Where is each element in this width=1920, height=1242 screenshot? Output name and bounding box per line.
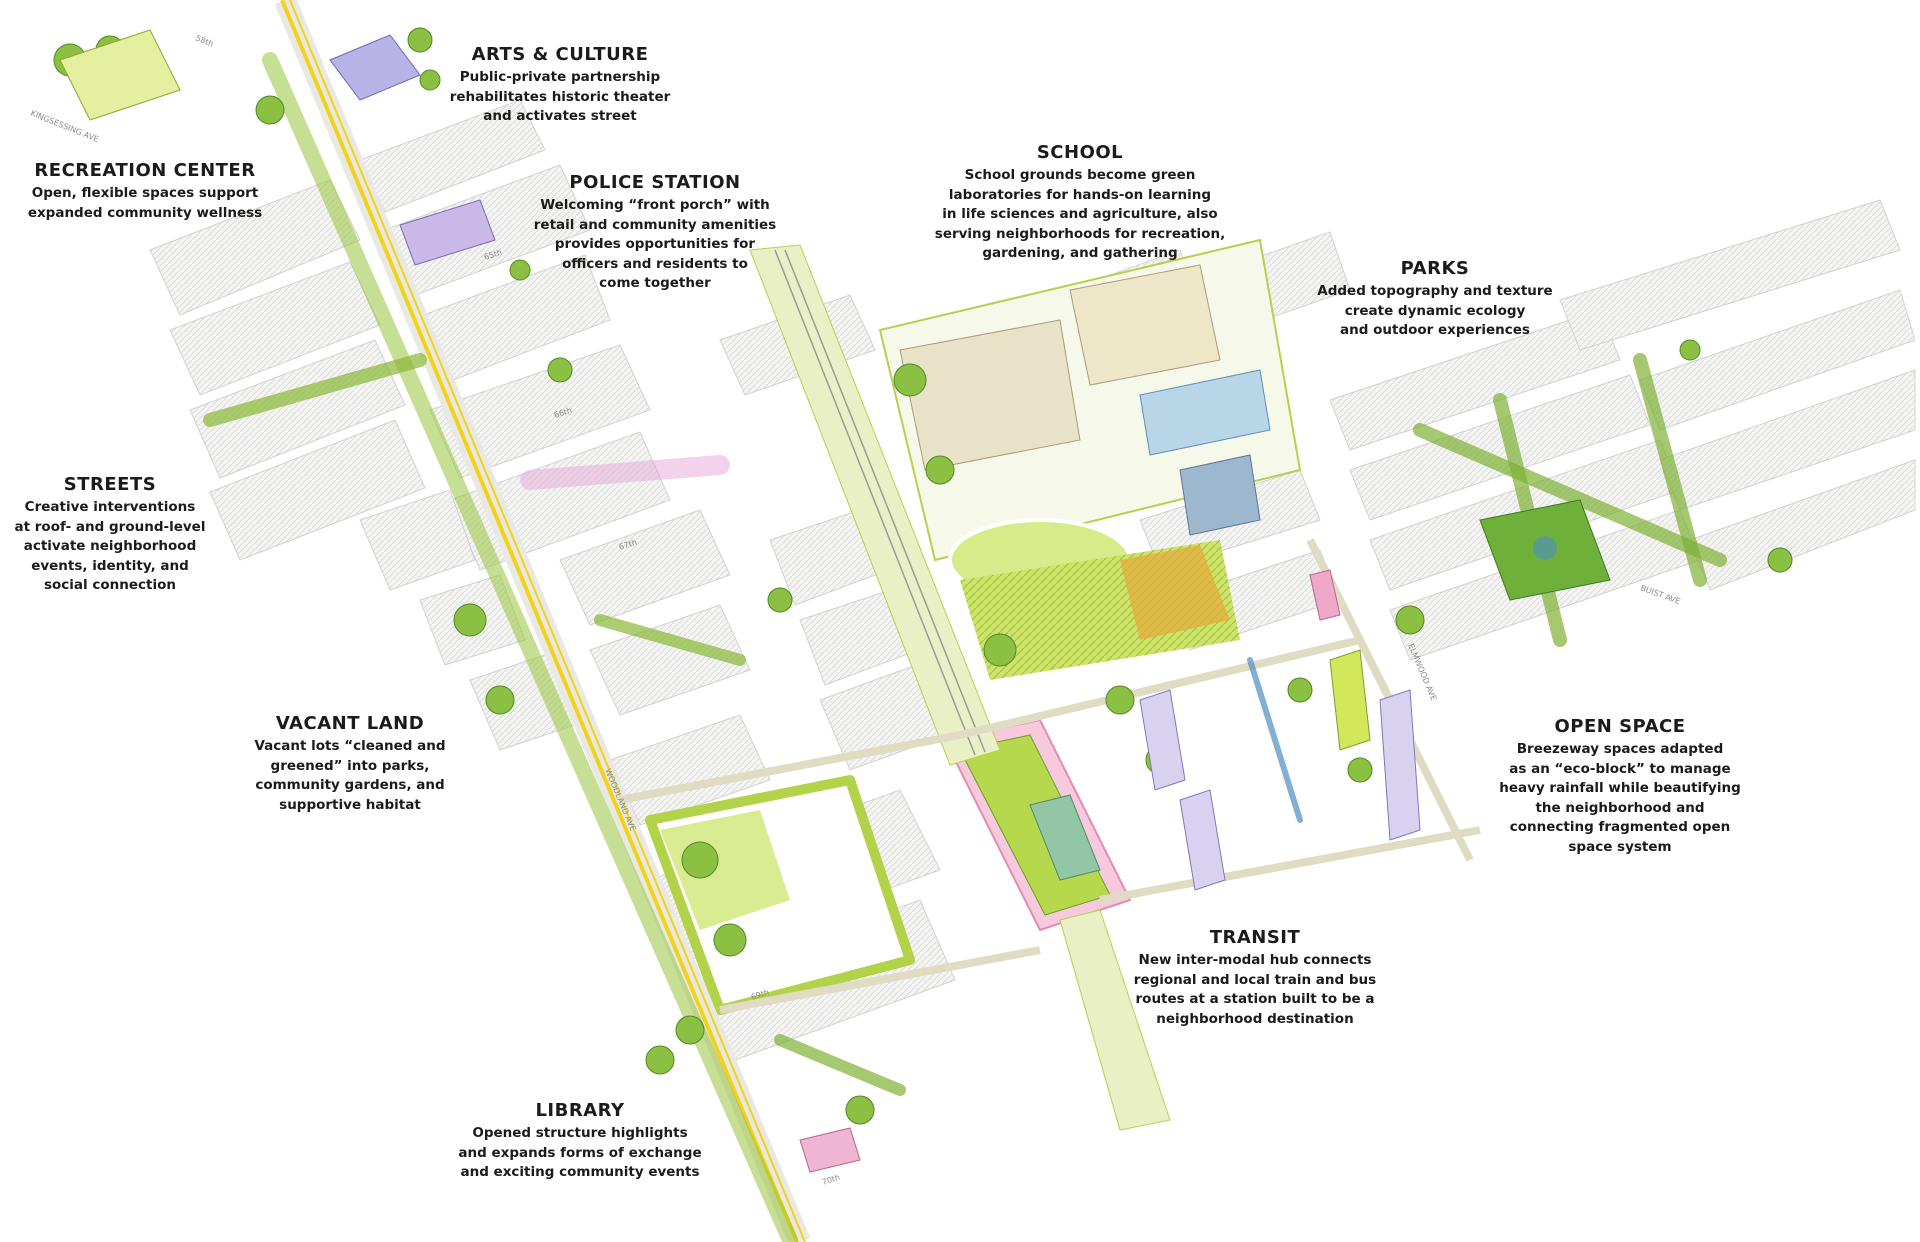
callout-police-station: POLICE STATION Welcoming “front porch” w… (530, 172, 780, 294)
rail-corridor (749, 244, 1171, 1131)
callout-transit: TRANSIT New inter-modal hub connects reg… (1130, 927, 1380, 1029)
transit-hub (943, 718, 1132, 932)
eco-block-park (1479, 499, 1611, 601)
callout-title: RECREATION CENTER (34, 160, 256, 181)
callout-vacant-land: VACANT LAND Vacant lots “cleaned and gre… (245, 713, 455, 815)
callout-description: Vacant lots “cleaned and greened” into p… (254, 738, 446, 813)
callout-title: SCHOOL (1036, 142, 1124, 163)
callout-recreation-center: RECREATION CENTER Open, flexible spaces … (20, 160, 270, 223)
callout-arts-culture: ARTS & CULTURE Public-private partnershi… (440, 44, 680, 127)
callout-title: LIBRARY (535, 1100, 625, 1121)
vacant-land-park (645, 775, 915, 1015)
street-label-70th: 70th (821, 1173, 841, 1187)
callout-title: TRANSIT (1209, 927, 1301, 948)
callout-description: Creative interventions at roof- and grou… (14, 499, 206, 593)
callout-open-space: OPEN SPACE Breezeway spaces adapted as a… (1490, 716, 1750, 857)
callout-description: Open, flexible spaces support expanded c… (27, 185, 263, 221)
callout-description: Breezeway spaces adapted as an “eco-bloc… (1499, 741, 1741, 855)
callout-title: OPEN SPACE (1554, 716, 1686, 737)
callout-school: SCHOOL School grounds become green labor… (930, 142, 1230, 264)
callout-title: POLICE STATION (569, 172, 741, 193)
street-label-58th: 58th (194, 34, 214, 49)
callout-description: Added topography and texture create dyna… (1317, 283, 1553, 338)
callout-title: ARTS & CULTURE (471, 44, 649, 65)
callout-description: New inter-modal hub connects regional an… (1133, 952, 1377, 1027)
school-campus (878, 238, 1302, 680)
callout-title: STREETS (63, 474, 157, 495)
callout-description: Opened structure highlights and expands … (458, 1125, 702, 1180)
callout-description: School grounds become green laboratories… (934, 167, 1226, 261)
buildings (59, 29, 1421, 1173)
main-avenue (274, 0, 811, 1242)
green-corridors (203, 52, 1727, 1242)
callout-title: VACANT LAND (275, 713, 425, 734)
callout-library: LIBRARY Opened structure highlights and … (455, 1100, 705, 1183)
callout-streets: STREETS Creative interventions at roof- … (10, 474, 210, 596)
callout-parks: PARKS Added topography and texture creat… (1310, 258, 1560, 341)
callout-title: PARKS (1400, 258, 1470, 279)
street-label-buist: BUIST AVE (1639, 583, 1681, 606)
callout-description: Welcoming “front porch” with retail and … (533, 197, 777, 291)
callout-description: Public-private partnership rehabilitates… (449, 69, 671, 124)
